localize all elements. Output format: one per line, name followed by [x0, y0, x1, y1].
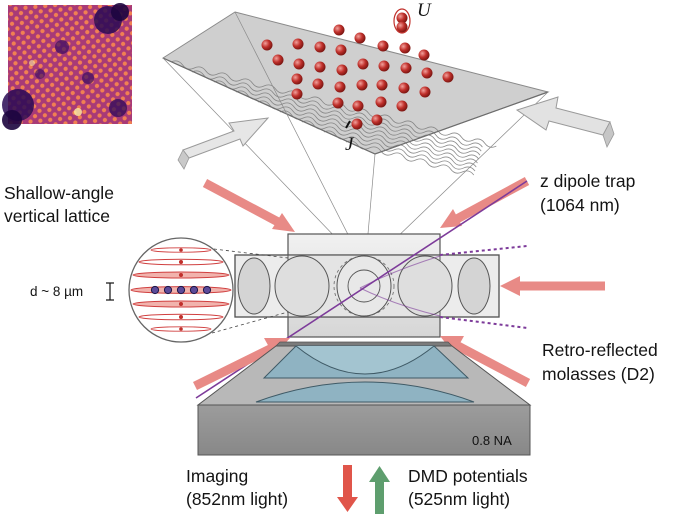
lattice-beam-arrow-right	[515, 96, 615, 149]
atom	[400, 62, 412, 74]
atom	[336, 64, 348, 76]
atom	[399, 42, 411, 54]
atom	[292, 38, 304, 50]
vertical-lattice-label-line1: Shallow-angle	[4, 183, 114, 203]
atom	[352, 100, 364, 112]
j-tunneling-tick	[345, 120, 351, 129]
atom	[419, 86, 431, 98]
atom	[377, 40, 389, 52]
atom	[272, 54, 284, 66]
atom	[354, 32, 366, 44]
atom	[335, 44, 347, 56]
imaging-label-line1: Imaging	[186, 466, 249, 486]
atom	[396, 100, 408, 112]
up-arrow-icon	[369, 466, 390, 514]
atom	[332, 97, 344, 109]
molasses-label-line1: Retro-reflected	[542, 340, 658, 360]
vertical-lattice-beams	[202, 179, 295, 232]
atom	[378, 60, 390, 72]
atom	[291, 73, 303, 85]
inset-guide-lines	[211, 248, 289, 334]
fluorescence-image	[2, 3, 132, 130]
atom	[371, 114, 383, 126]
atom	[314, 41, 326, 53]
molasses-beam-horizontal	[500, 276, 605, 296]
vertical-bracket-icon	[106, 282, 114, 301]
atom	[398, 82, 410, 94]
atom	[376, 79, 388, 91]
microscope-objective	[196, 341, 532, 456]
atom	[314, 61, 326, 73]
dmd-label-line2: (525nm light)	[408, 489, 511, 509]
atom	[396, 12, 408, 24]
atom	[312, 78, 324, 90]
u-marker-ellipse	[393, 8, 411, 34]
u-interaction-label: U	[417, 0, 431, 21]
molasses-label-line2: molasses (D2)	[542, 364, 655, 384]
atom	[293, 58, 305, 70]
imaging-label-line2: (852nm light)	[186, 489, 289, 509]
atom	[291, 88, 303, 100]
molasses-beam-lower-right	[440, 336, 531, 387]
dmd-label-line1: DMD potentials	[408, 466, 528, 486]
spacing-label: d ~ 8 µm	[30, 284, 84, 299]
atom	[261, 39, 273, 51]
atom	[351, 118, 363, 130]
j-tunneling-label: J	[345, 134, 354, 155]
atom	[357, 58, 369, 70]
atom	[396, 21, 408, 33]
atom	[375, 96, 387, 108]
z-dipole-trap-beam	[440, 177, 530, 228]
numerical-aperture-label: 0.8 NA	[472, 433, 512, 448]
atom	[418, 49, 430, 61]
atom	[442, 71, 454, 83]
atom	[356, 79, 368, 91]
atom	[421, 67, 433, 79]
z-trap-label-line2: (1064 nm)	[540, 195, 620, 215]
down-arrow-icon	[337, 465, 358, 512]
atom	[333, 24, 345, 36]
z-trap-label-line1: z dipole trap	[540, 171, 636, 191]
atom	[334, 81, 346, 93]
lattice-atoms	[261, 12, 454, 130]
vertical-lattice-label-line2: vertical lattice	[4, 206, 111, 226]
magnified-inset	[128, 237, 234, 343]
lattice-beam-arrow-left	[177, 117, 270, 170]
